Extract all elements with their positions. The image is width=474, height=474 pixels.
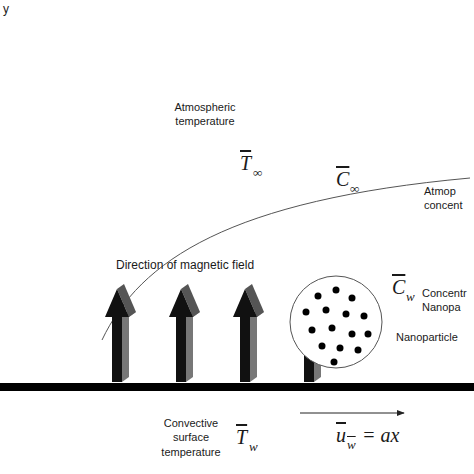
- symbol-subscript: w: [249, 440, 258, 454]
- region-label: Concentr Nanopa: [422, 286, 470, 315]
- symbol: T: [236, 426, 247, 448]
- symbol: u: [336, 424, 346, 446]
- region-label: Nanoparticle: [396, 330, 458, 344]
- velocity-expression: = ax: [362, 424, 399, 446]
- symbol: C: [392, 276, 405, 298]
- magnetic-field-arrow: [169, 284, 200, 382]
- symbol-subscript: w: [406, 290, 415, 304]
- nanoparticle-dots: [303, 287, 372, 366]
- magnetic-field-arrow: [105, 284, 136, 382]
- symbol-subscript: w: [347, 438, 356, 452]
- nanoparticle-circle: [290, 276, 382, 368]
- boundary-layer-curve: [102, 178, 470, 340]
- symbol: C: [336, 168, 349, 190]
- magnetic-field-arrow: [233, 284, 264, 382]
- region-label: Atmop concent: [424, 184, 470, 213]
- stretching-surface: [0, 383, 474, 391]
- axis-label: y: [3, 2, 9, 18]
- region-label: Atmospheric temperature: [160, 100, 250, 129]
- surface-label: Convective surface temperature: [155, 416, 227, 459]
- field-label: Direction of magnetic field: [116, 258, 254, 274]
- symbol: T: [240, 152, 251, 174]
- symbol-subscript: ∞: [253, 166, 262, 180]
- symbol-subscript: ∞: [350, 182, 359, 196]
- velocity-arrow: [300, 413, 404, 414]
